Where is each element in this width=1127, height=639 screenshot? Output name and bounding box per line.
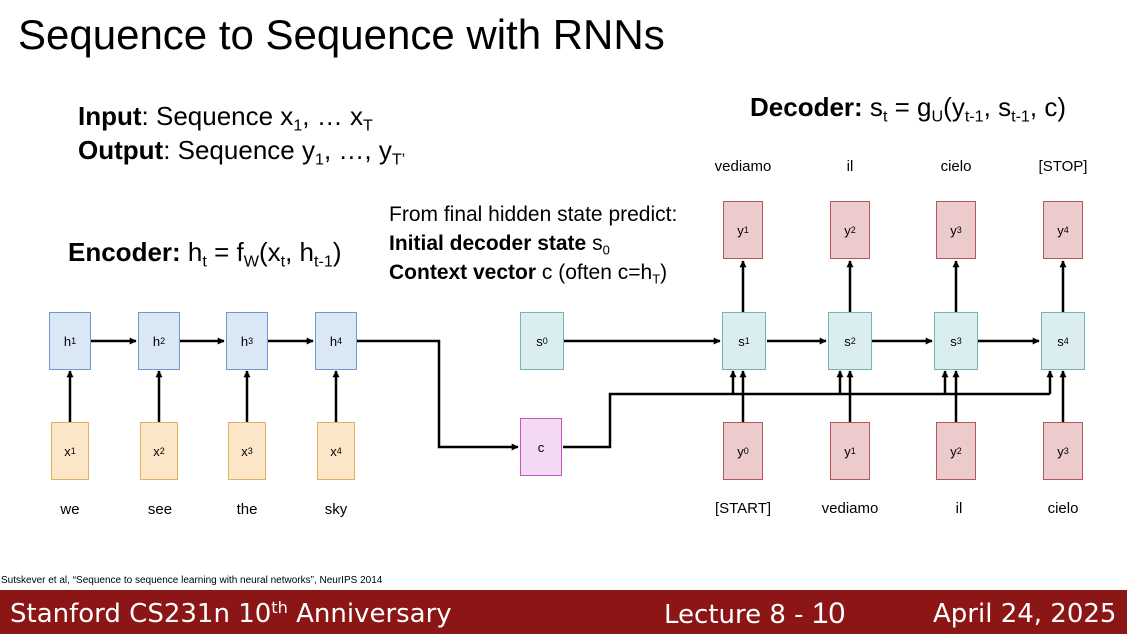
input-label: Input [78,101,142,131]
decoder-in-word-2: vediamo [821,500,879,517]
citation: Sutskever et al, “Sequence to sequence l… [1,575,383,586]
decoder-label: Decoder: [750,92,863,122]
context-bus [563,392,1050,449]
footer-course: Stanford CS231n 10th Anniversary [10,598,452,629]
encoder-word-2: see [147,501,173,518]
footer-bar: Stanford CS231n 10th Anniversary Lecture… [0,590,1127,634]
predict-line-1: From final hidden state predict: [389,203,678,226]
encoder-label: Encoder: [68,237,181,267]
decoder-out-word-3: cielo [940,158,972,175]
decoder-out-word-4: [STOP] [1038,158,1088,175]
footer-lecture: Lecture 8 - 10 [664,597,846,630]
encoder-word-1: we [60,501,80,518]
arrow-h4-c [357,339,519,451]
decoder-out-word-1: vediamo [714,158,772,175]
encoder-formula: Encoder: ht = fW(xt, ht-1) [68,237,342,271]
encoder-word-3: the [236,501,258,518]
slide-title: Sequence to Sequence with RNNs [18,11,665,58]
input-line: Input: Sequence x1, … xT [78,101,373,135]
output-label: Output [78,135,164,165]
encoder-word-4: sky [324,501,348,518]
predict-line-3: Context vector c (often c=hT) [389,261,668,287]
decoder-in-word-4: cielo [1047,500,1079,517]
footer-date: April 24, 2025 [933,599,1117,629]
decoder-out-word-2: il [846,158,854,175]
decoder-in-word-3: il [955,500,963,517]
footer-page-number: 10 [811,597,846,630]
decoder-in-word-1: [START] [714,500,772,517]
context-vector-node: c [520,418,562,476]
predict-line-2: Initial decoder state s0 [389,232,610,258]
decoder-formula: Decoder: st = gU(yt-1, st-1, c) [750,92,1067,126]
output-line: Output: Sequence y1, …, yT’ [78,135,406,169]
